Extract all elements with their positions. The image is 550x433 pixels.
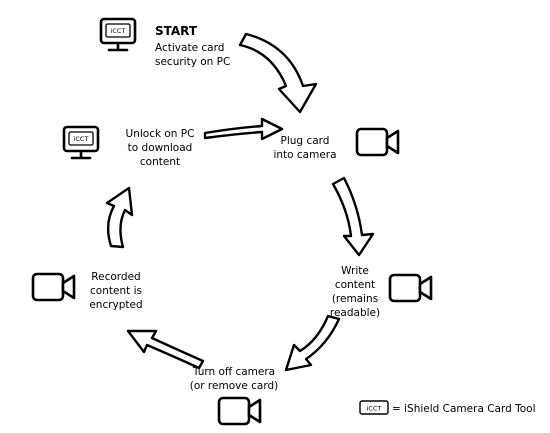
unlock-line2: to download: [128, 142, 193, 154]
turnoff-camera-icon: [217, 396, 262, 426]
turnoff-line1: Turn off camera: [192, 366, 275, 378]
encrypted-line3: encrypted: [89, 299, 142, 311]
write-line1: Write: [341, 265, 369, 277]
start-pc-badge: iCCT: [111, 27, 126, 35]
unlock-line3: content: [140, 156, 180, 168]
arrow-plug-to-write-icon: [331, 176, 375, 257]
start-line1: Activate card: [155, 42, 224, 54]
plug-line2: into camera: [273, 149, 336, 161]
legend-text: = iShield Camera Card Tool: [392, 403, 536, 415]
write-camera-icon: [388, 273, 433, 303]
arrow-turnoff-to-encrypted-icon: [126, 329, 205, 370]
write-line2: content: [335, 279, 375, 291]
start-pc-icon: iCCT: [99, 17, 137, 52]
arrow-unlock-to-plug-icon: [203, 117, 284, 141]
legend: iCCT = iShield Camera Card Tool: [359, 400, 536, 415]
encrypted-line2: content is: [90, 285, 142, 297]
arrow-write-to-turnoff-icon: [284, 314, 341, 372]
unlock-line1: Unlock on PC: [126, 128, 195, 140]
unlock-pc-icon: iCCT: [62, 125, 100, 160]
legend-badge-box: [359, 400, 389, 415]
encrypted-camera-icon: [31, 272, 76, 302]
start-line2: security on PC: [155, 56, 230, 68]
legend-badge: iCCT: [367, 405, 382, 413]
encrypted-line1: Recorded: [91, 271, 140, 283]
write-line3: (remains: [332, 293, 378, 305]
start-title: START: [155, 24, 198, 38]
plug-camera-icon: [355, 127, 400, 157]
plug-line1: Plug card: [281, 135, 330, 147]
arrow-encrypted-to-unlock-icon: [105, 186, 134, 249]
write-line4: readable): [330, 307, 380, 319]
arrow-start-to-plug-icon: [238, 32, 318, 114]
turnoff-line2: (or remove card): [190, 380, 279, 392]
unlock-pc-badge: iCCT: [74, 135, 89, 143]
